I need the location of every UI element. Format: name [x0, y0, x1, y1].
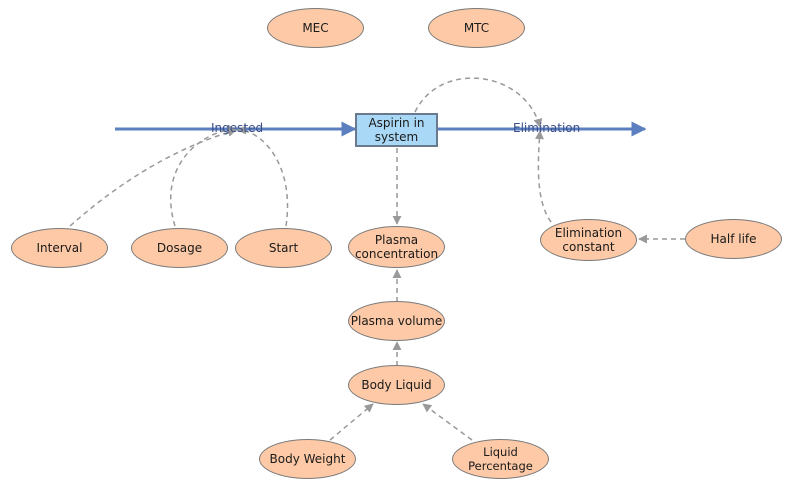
- node-plasma-volume[interactable]: Plasma volume: [348, 301, 445, 341]
- ingested-flow-label: Ingested: [211, 121, 264, 135]
- node-start[interactable]: Start: [235, 228, 332, 268]
- node-dosage[interactable]: Dosage: [131, 228, 228, 268]
- link-interval-to-ingested: [69, 127, 237, 227]
- node-liquid-percentage[interactable]: Liquid Percentage: [452, 439, 549, 479]
- node-interval[interactable]: Interval: [11, 228, 108, 268]
- link-start-to-ingested: [237, 125, 289, 227]
- node-mtc[interactable]: MTC: [428, 8, 525, 48]
- elimination-flow-label: Elimination: [513, 121, 581, 135]
- link-body-weight-to-body-liquid: [329, 403, 374, 441]
- link-liquid-percentage-to-body-liquid: [422, 403, 473, 441]
- node-body-weight[interactable]: Body Weight: [259, 439, 356, 479]
- link-dosage-to-ingested: [169, 124, 237, 227]
- node-mec[interactable]: MEC: [267, 8, 364, 48]
- link-stock-to-elimination: [414, 77, 543, 128]
- node-half-life[interactable]: Half life: [685, 219, 782, 259]
- node-plasma-concentration[interactable]: Plasma concentration: [348, 226, 445, 268]
- node-body-liquid[interactable]: Body Liquid: [348, 365, 445, 405]
- link-elimination-constant-to-elimination: [534, 130, 552, 223]
- stock-aspirin-in-system[interactable]: Aspirin in system: [355, 113, 438, 147]
- node-elimination-constant[interactable]: Elimination constant: [540, 219, 637, 261]
